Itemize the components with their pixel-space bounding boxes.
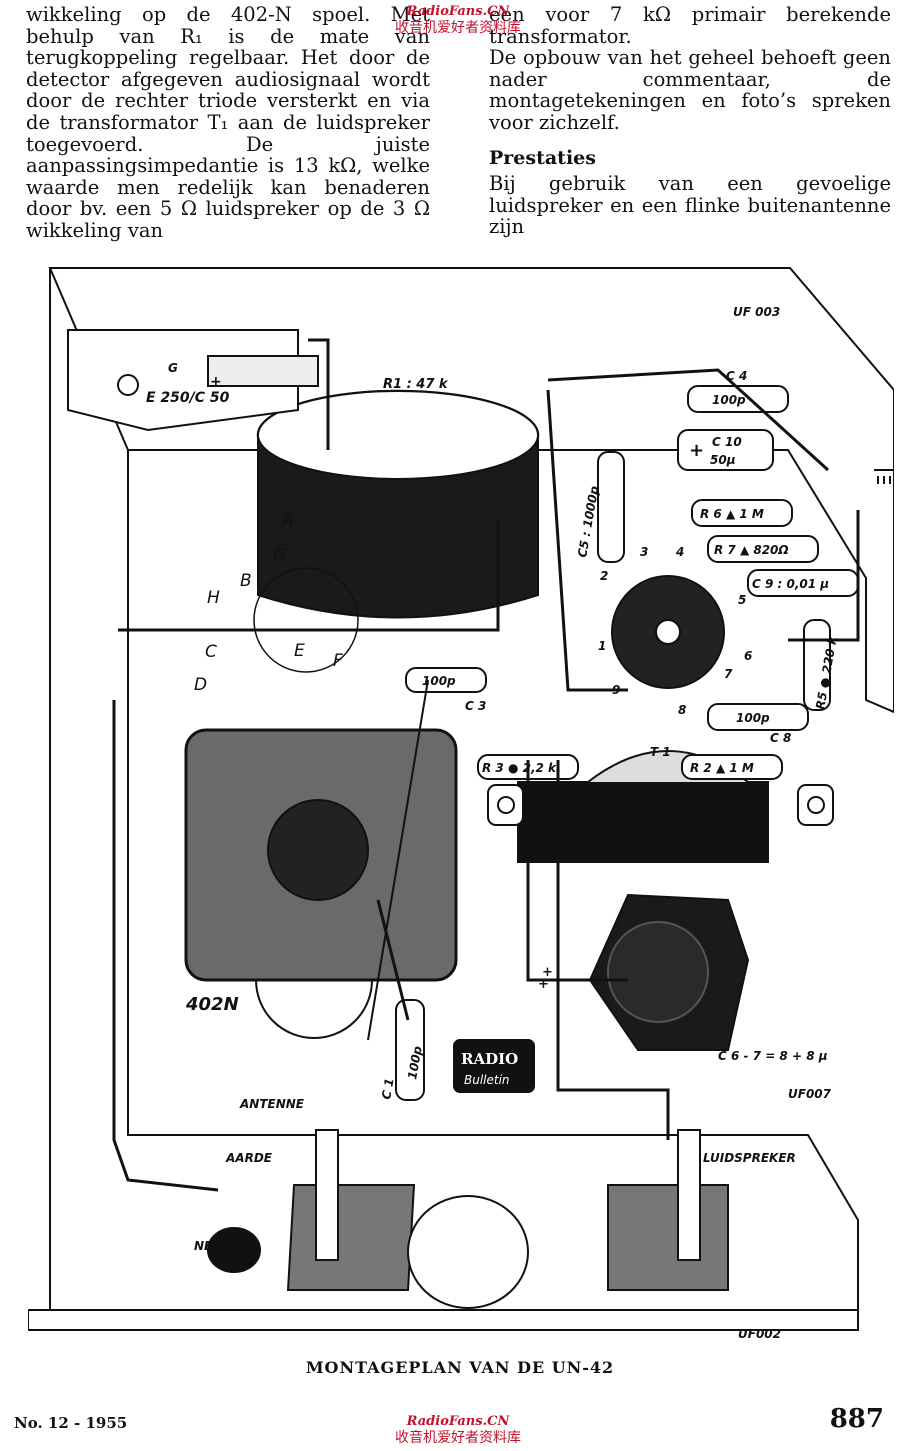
logo-line2: Bulletin [464,1073,510,1087]
watermark-site: RadioFans.CN [406,4,510,19]
c3-label: C 3 [465,699,486,713]
chassis-code-bottom: UF002 [738,1327,781,1341]
c67-plus-b: + [538,977,549,992]
socket-pin-7: 7 [724,667,733,681]
issue-number: No. 12 - 1955 [14,1414,128,1432]
watermark-top: RadioFans.CN 收音机爱好者资料库 [388,4,528,36]
transformer-core [517,781,769,863]
pin-d: D [194,675,207,695]
chassis-code-top: UF 003 [733,305,780,319]
page-number: 887 [829,1404,884,1434]
c8-value: 100p [736,711,770,725]
chassis-code-mid: UF007 [788,1087,832,1101]
terminal-luidspreker: LUIDSPREKER [703,1151,796,1165]
right-column-top-text: een voor 7 kΩ primair berekende transfor… [489,3,891,48]
socket-pin-2: 2 [600,569,608,583]
terminal-aarde: AARDE [225,1151,273,1165]
r7-label: R 7 ▲ 820Ω [714,543,789,557]
cap-block-plus: + [210,374,222,390]
c1-value: 100p [405,1045,425,1081]
c10-value: 50μ [710,453,736,467]
t1-label: T 1 [650,745,671,759]
c4-label: C 4 [726,369,747,383]
r6-label: R 6 ▲ 1 M [700,507,764,521]
c67-plus-a: + [542,965,553,980]
r2-label: R 2 ▲ 1 M [690,761,754,775]
pin-h: H [207,588,220,608]
pin-a: A [281,511,294,531]
net-grommet [207,1227,261,1273]
pin-g: G [273,546,286,566]
socket-pin-3: 3 [640,545,648,559]
article-left-column: wikkeling op de 402-N spoel. Met behulp … [26,4,430,242]
coil-socket [267,799,369,901]
c9-label: C 9 : 0,01 μ [752,577,829,591]
c8-label: C 8 [770,731,791,745]
pin-b: B [240,571,252,591]
right-column-bottom-text: Bij gebruik van een gevoelige luidspreke… [489,172,891,239]
socket-pin-1: 1 [598,639,606,653]
c10-label: C 10 [712,435,742,449]
watermark-chinese-bottom: 收音机爱好者资料库 [395,1430,521,1446]
c4-value: 100p [712,393,746,407]
c10-plus: + [689,440,704,461]
watermark-bottom: RadioFans.CN 收音机爱好者资料库 [388,1414,528,1446]
logo-line1: RADIO [461,1050,518,1068]
c1-label: C 1 [379,1077,396,1100]
right-column-paragraph: De opbouw van het geheel behoeft geen na… [489,46,891,134]
socket-pin-8: 8 [678,703,686,717]
figure-caption: MONTAGEPLAN VAN DE UN-42 [305,1358,615,1377]
cap-block-value: E 250/C 50 [146,390,230,406]
c3-value: 100p [422,674,456,688]
radio-bulletin-logo [453,1039,535,1093]
terminal-antenne: ANTENNE [239,1097,305,1111]
watermark-site-bottom: RadioFans.CN [406,1414,510,1429]
section-heading: Prestaties [489,146,596,169]
pin-f: F [333,651,343,671]
r3-label: R 3 ● 2,2 k [482,761,557,775]
c67-label: C 6 - 7 = 8 + 8 μ [718,1049,828,1063]
left-column-text: wikkeling op de 402-N spoel. Met behulp … [26,3,430,242]
watermark-chinese: 收音机爱好者资料库 [395,20,521,36]
cap-block-g: G [168,361,178,375]
socket-pin-9: 9 [612,683,620,697]
socket-pin-4: 4 [675,545,684,559]
pin-e: E [294,641,305,661]
pin-c: C [205,642,217,662]
socket-pin-5: 5 [738,593,746,607]
wiring-diagram: UF 003 UF007 UF002 G + E 250/C 50 R1 : 4… [28,267,894,1341]
terminal-net: NET [194,1239,221,1253]
coil-label: 402N [185,994,239,1015]
article-right-column: een voor 7 kΩ primair berekende transfor… [489,4,891,238]
socket-pin-6: 6 [744,649,752,663]
chassis-bottom-flange [28,1120,859,1331]
pot-label: R1 : 47 k [383,377,449,392]
